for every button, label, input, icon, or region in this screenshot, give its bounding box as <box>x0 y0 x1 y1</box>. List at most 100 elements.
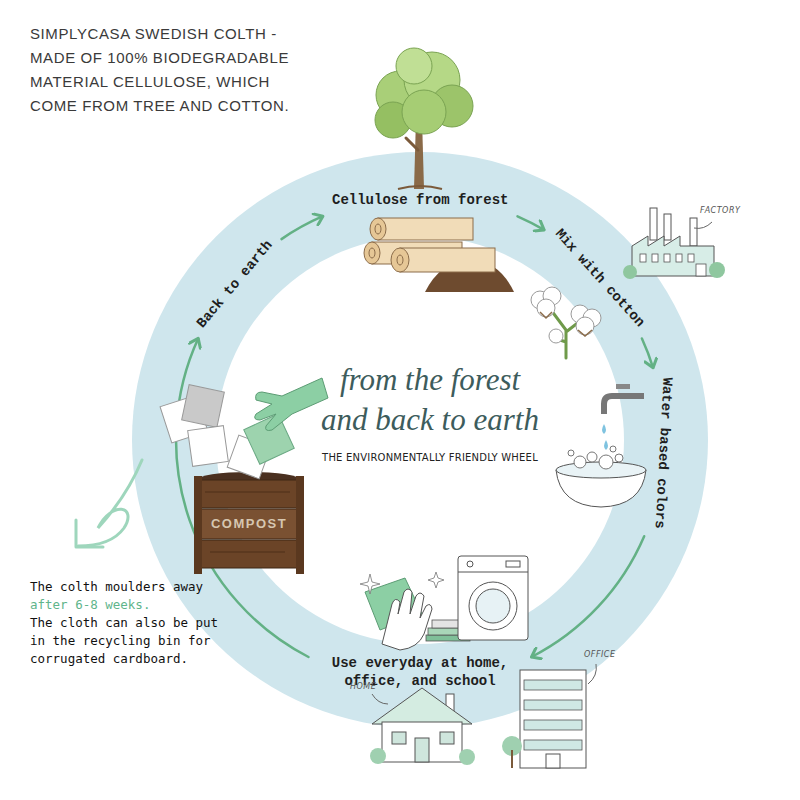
cloths-illustration <box>160 378 328 479</box>
cycle-ring <box>132 152 708 728</box>
cloths-illustration <box>182 385 225 428</box>
office-illustration <box>524 720 582 730</box>
house-illustration <box>415 738 429 762</box>
office-illustration <box>524 700 582 710</box>
cycle-arrow <box>518 216 545 230</box>
factory-illustration <box>688 254 694 262</box>
curl-arrow <box>78 460 142 546</box>
house-illustration <box>372 688 472 724</box>
tap-basin-illustration <box>602 424 606 434</box>
office-illustration <box>546 754 560 768</box>
factory-illustration <box>709 262 725 278</box>
house-illustration <box>440 732 454 744</box>
factory-illustration <box>623 265 637 279</box>
cotton-illustration <box>549 329 563 343</box>
office-illustration <box>524 680 582 690</box>
factory-illustration <box>664 254 670 262</box>
factory-illustration <box>650 208 657 240</box>
logs-illustration <box>400 248 495 272</box>
cycle-arrow <box>176 338 308 657</box>
compost-illustration <box>197 509 301 539</box>
factory-illustration <box>640 254 646 262</box>
cloths-illustration <box>188 426 229 467</box>
compost-illustration <box>194 472 304 574</box>
house-illustration <box>370 688 475 765</box>
cleaning-illustration <box>360 574 380 594</box>
tap-basin-illustration <box>574 456 586 468</box>
note-text: The cloth can also be put in the recycli… <box>30 614 230 668</box>
factory-illustration <box>664 214 671 240</box>
house-illustration <box>459 749 475 765</box>
diagram-title: from the forest and back to earth <box>280 360 580 440</box>
cotton-illustration <box>537 299 555 317</box>
curl-arrow <box>76 460 142 547</box>
tap-basin-illustration <box>604 396 644 414</box>
cleaning-illustration <box>476 589 510 623</box>
subtitle: THE ENVIRONMENTALLY FRIENDLY WHEEL <box>280 452 580 463</box>
stage-text: Cellulose from forest <box>332 191 508 209</box>
factory-illustration <box>694 222 712 228</box>
stage-label: Cellulose from forest <box>332 191 508 209</box>
logs-illustration <box>364 218 514 292</box>
logs-illustration <box>397 255 403 265</box>
note-highlight: after 6-8 weeks. <box>30 596 250 614</box>
cycle-arrow <box>642 339 653 368</box>
place-tag: FACTORY <box>700 206 740 215</box>
tap-basin-illustration <box>616 384 630 389</box>
cleaning-illustration <box>458 572 528 573</box>
house-illustration <box>370 748 386 764</box>
cycle-arrow <box>282 216 323 239</box>
place-tag: OFFICE <box>584 650 616 659</box>
factory-illustration <box>676 254 682 262</box>
cleaning-illustration <box>428 572 444 588</box>
house-illustration <box>382 722 462 762</box>
logs-illustration <box>375 224 381 234</box>
note-text: The colth moulders away <box>30 578 250 596</box>
tree-illustration <box>402 90 446 134</box>
office-illustration <box>588 664 596 684</box>
cycle-arrow <box>532 536 645 657</box>
cleaning-illustration <box>458 556 528 640</box>
tap-basin-illustration <box>610 446 616 452</box>
cloths-illustration <box>244 414 294 464</box>
cleaning-illustration <box>469 582 517 630</box>
compost-illustration <box>197 540 301 568</box>
office-illustration <box>524 740 582 750</box>
curl-arrow <box>76 520 103 547</box>
logs-illustration <box>364 242 380 264</box>
cleaning-illustration <box>360 556 528 650</box>
factory-illustration <box>632 236 714 276</box>
cycle-ring <box>216 236 624 644</box>
factory-illustration <box>690 218 697 246</box>
cotton-illustration <box>576 317 594 335</box>
logs-illustration <box>370 218 386 240</box>
compost-illustration <box>197 480 301 508</box>
office-illustration <box>502 664 596 768</box>
crate-label: COMPOST <box>202 516 296 531</box>
intro-note: SIMPLYCASA SWEDISH COLTH - MADE OF 100% … <box>30 22 320 118</box>
tree-illustration <box>375 48 473 189</box>
logs-illustration <box>391 248 409 272</box>
tap-basin-illustration <box>599 455 613 469</box>
tap-basin-illustration <box>568 450 574 456</box>
compost-illustration <box>296 476 304 574</box>
factory-illustration <box>696 264 706 276</box>
factory-illustration <box>652 254 658 262</box>
tap-basin-illustration <box>604 440 608 450</box>
place-tag: HOME <box>350 682 376 691</box>
tree-illustration <box>398 186 442 189</box>
tap-basin-illustration <box>587 452 597 462</box>
logs-illustration <box>369 248 375 258</box>
cleaning-illustration <box>467 561 473 567</box>
cotton-illustration <box>531 287 601 358</box>
tree-illustration <box>396 48 432 84</box>
office-illustration <box>511 750 513 768</box>
factory-illustration <box>623 208 725 279</box>
cleaning-illustration <box>382 589 432 650</box>
office-illustration <box>520 670 586 768</box>
cloths-illustration <box>255 378 328 431</box>
logs-illustration <box>378 218 473 240</box>
house-illustration <box>392 732 406 744</box>
cleaning-illustration <box>506 561 520 567</box>
